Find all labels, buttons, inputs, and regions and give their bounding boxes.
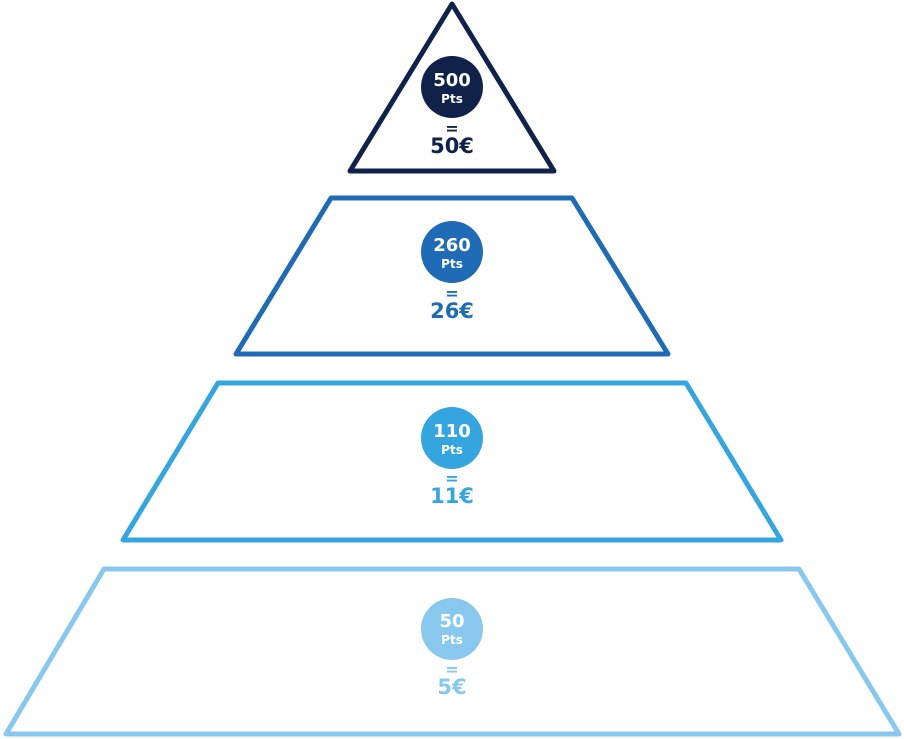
equals-sign: =: [445, 660, 458, 679]
points-unit: Pts: [441, 92, 463, 106]
euro-value: 5€: [437, 675, 466, 699]
points-value: 260: [433, 235, 471, 256]
tier-500-points: 500 Pts = 50€: [347, 1, 557, 174]
euro-value: 11€: [430, 484, 474, 508]
tier-110-points: 110 Pts = 11€: [120, 380, 784, 543]
points-unit: Pts: [441, 443, 463, 457]
points-value: 110: [433, 421, 471, 442]
euro-value: 26€: [430, 299, 474, 323]
points-value: 500: [433, 70, 471, 91]
points-unit: Pts: [441, 633, 463, 647]
points-unit: Pts: [441, 257, 463, 271]
equals-sign: =: [445, 469, 458, 488]
tier-260-points: 260 Pts = 26€: [233, 195, 671, 357]
points-badge: [421, 221, 483, 283]
equals-sign: =: [445, 119, 458, 138]
tier-50-points: 50 Pts = 5€: [3, 566, 902, 737]
equals-sign: =: [445, 284, 458, 303]
points-badge: [421, 56, 483, 118]
points-badge: [421, 407, 483, 469]
points-badge: [421, 598, 483, 660]
euro-value: 50€: [430, 134, 474, 158]
points-value: 50: [439, 611, 464, 632]
